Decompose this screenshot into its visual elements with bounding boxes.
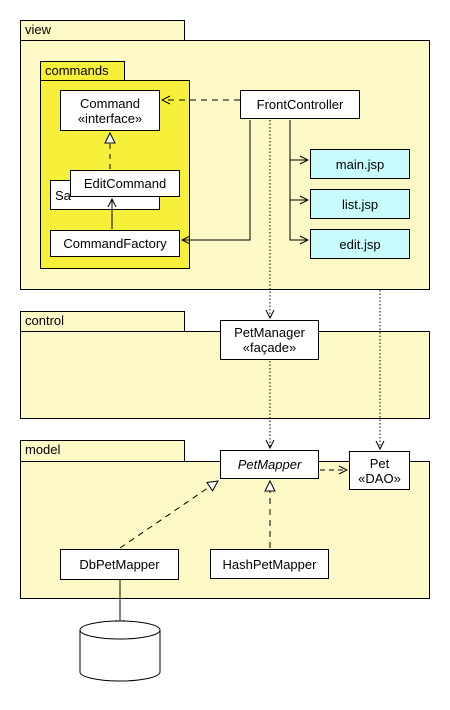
pet-class-name: Pet bbox=[369, 455, 390, 471]
db-pet-mapper-label: DbPetMapper bbox=[79, 557, 160, 572]
edit-jsp-label: edit.jsp bbox=[339, 236, 381, 252]
list-jsp-class[interactable]: list.jsp bbox=[310, 189, 410, 219]
command-class-name: Command bbox=[80, 95, 140, 111]
edit-jsp-class[interactable]: edit.jsp bbox=[310, 229, 410, 259]
model-package-label: model bbox=[25, 442, 61, 457]
front-controller-label: FrontController bbox=[256, 97, 344, 112]
pet-manager-class[interactable]: PetManager «façade» bbox=[220, 320, 319, 360]
main-jsp-label: main.jsp bbox=[335, 156, 385, 172]
hash-pet-mapper-class[interactable]: HashPetMapper bbox=[210, 549, 329, 579]
control-package-label: control bbox=[25, 313, 65, 328]
pet-mapper-class[interactable]: PetMapper bbox=[220, 450, 319, 479]
pet-stereotype: «DAO» bbox=[358, 470, 401, 486]
db-pet-mapper-class[interactable]: DbPetMapper bbox=[60, 549, 179, 580]
commands-package-label: commands bbox=[45, 63, 109, 78]
pet-manager-stereotype: «façade» bbox=[242, 340, 297, 355]
pet-manager-name: PetManager bbox=[234, 325, 305, 340]
front-controller-to-main-jsp-arrow bbox=[289, 120, 308, 160]
edit-command-label: EditCommand bbox=[83, 176, 167, 191]
front-controller-to-edit-jsp-arrow bbox=[289, 200, 308, 240]
command-interface-class[interactable]: Command «interface» bbox=[60, 90, 160, 131]
hash-pet-mapper-label: HashPetMapper bbox=[222, 556, 317, 572]
commands-package-tab: commands bbox=[40, 61, 125, 81]
main-jsp-class[interactable]: main.jsp bbox=[310, 149, 410, 179]
save-command-label: Sa bbox=[55, 187, 71, 203]
view-package-label: view bbox=[25, 22, 52, 37]
edit-command-class[interactable]: EditCommand bbox=[70, 170, 180, 197]
pet-dao-class[interactable]: Pet «DAO» bbox=[349, 451, 410, 490]
database-icon bbox=[79, 620, 161, 682]
front-controller-to-list-jsp-arrow bbox=[289, 160, 308, 200]
command-factory-class[interactable]: CommandFactory bbox=[50, 230, 180, 257]
db-pet-mapper-realizes-pet-mapper bbox=[119, 481, 218, 549]
command-stereotype: «interface» bbox=[77, 110, 143, 126]
pet-mapper-label: PetMapper bbox=[237, 457, 302, 472]
command-factory-label: CommandFactory bbox=[63, 236, 167, 251]
list-jsp-label: list.jsp bbox=[341, 196, 379, 212]
front-controller-class[interactable]: FrontController bbox=[240, 90, 360, 119]
front-controller-to-command-factory-arrow bbox=[182, 120, 251, 240]
